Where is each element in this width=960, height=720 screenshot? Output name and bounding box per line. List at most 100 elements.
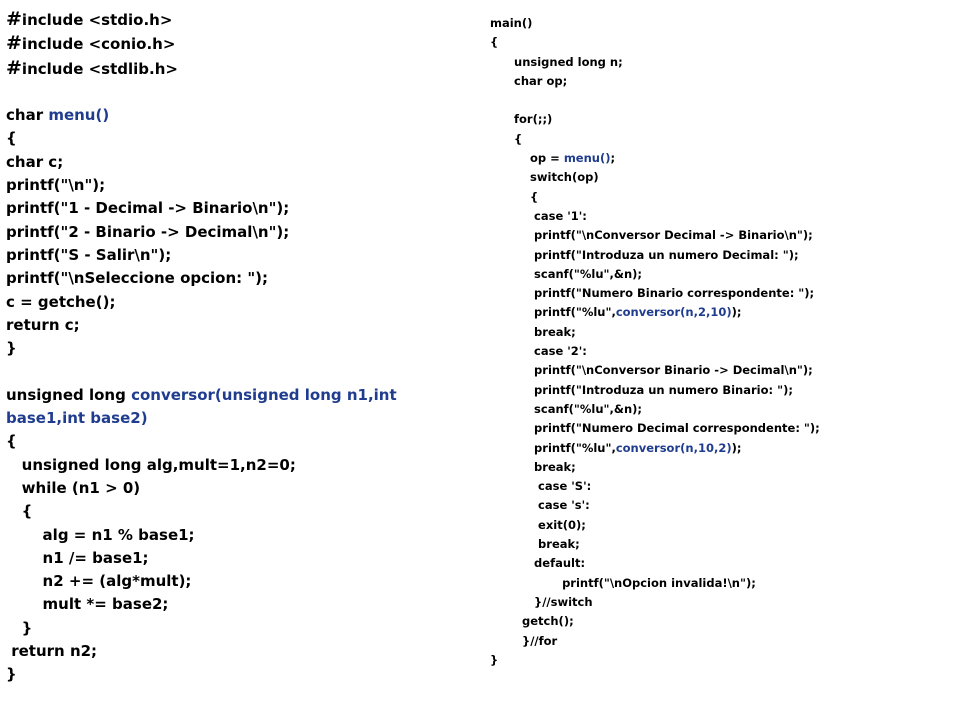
code-line: printf("\nConversor Binario -> Decimal\n…: [490, 361, 950, 380]
code-text: );: [731, 305, 742, 320]
code-text: {: [6, 502, 33, 521]
code-line: exit(0);: [490, 516, 950, 535]
code-line: #include <conio.h>: [6, 32, 466, 56]
code-text: return c;: [6, 315, 80, 334]
code-line: [6, 81, 466, 104]
code-line: case 's':: [490, 496, 950, 515]
code-line: alg = n1 % base1;: [6, 524, 466, 547]
code-line: }//switch: [490, 593, 950, 612]
code-line: #include <stdio.h>: [6, 8, 466, 32]
code-text: printf("1 - Decimal -> Binario\n");: [6, 199, 290, 218]
right-code-column: main(){ unsigned long n; char op; for(;;…: [490, 14, 950, 670]
code-line: printf("\nSeleccione opcion: ");: [6, 267, 466, 290]
code-text: char c;: [6, 152, 64, 171]
highlighted-code: base1,int base2): [6, 409, 148, 428]
code-line: printf("Numero Decimal correspondente: "…: [490, 419, 950, 438]
code-text: unsigned long alg,mult=1,n2=0;: [6, 455, 296, 474]
code-line: }: [490, 651, 950, 670]
code-text: getch();: [490, 614, 574, 629]
code-line: getch();: [490, 612, 950, 631]
code-line: printf("\nOpcion invalida!\n");: [490, 574, 950, 593]
code-line: printf("Numero Binario correspondente: "…: [490, 284, 950, 303]
code-line: printf("\nConversor Decimal -> Binario\n…: [490, 226, 950, 245]
code-line: case '2':: [490, 342, 950, 361]
code-text: scanf("%lu",&n);: [490, 401, 642, 416]
left-code-column: #include <stdio.h>#include <conio.h>#inc…: [6, 8, 466, 687]
code-line: printf("Introduza un numero Decimal: ");: [490, 246, 950, 265]
code-line: return n2;: [6, 640, 466, 663]
code-line: char op;: [490, 72, 950, 91]
code-line: break;: [490, 458, 950, 477]
code-line: }: [6, 337, 466, 360]
code-text: c = getche();: [6, 292, 116, 311]
code-text: ;: [610, 151, 616, 166]
highlighted-code: menu(): [563, 151, 611, 166]
code-line: printf("S - Salir\n");: [6, 244, 466, 267]
highlighted-code: conversor(unsigned long n1,int: [131, 385, 397, 404]
code-text: }//for: [490, 633, 558, 648]
code-line: unsigned long alg,mult=1,n2=0;: [6, 454, 466, 477]
code-text: );: [731, 440, 742, 455]
code-text: #: [6, 8, 22, 30]
code-text: switch(op): [490, 170, 599, 185]
code-text: break;: [490, 459, 576, 474]
code-text: {: [490, 131, 523, 146]
code-text: main(): [490, 16, 533, 30]
code-line: {: [6, 127, 466, 150]
code-line: n1 /= base1;: [6, 547, 466, 570]
code-line: #include <stdlib.h>: [6, 57, 466, 81]
code-line: scanf("%lu",&n);: [490, 400, 950, 419]
code-text: #: [6, 56, 22, 79]
code-line: printf("\n");: [6, 174, 466, 197]
code-text: case '1':: [490, 208, 587, 223]
code-text: printf("S - Salir\n");: [6, 245, 172, 264]
code-text: printf("Numero Decimal correspondente: "…: [490, 421, 820, 436]
code-text: default:: [490, 556, 586, 571]
code-line: mult *= base2;: [6, 593, 466, 616]
code-text: mult *= base2;: [6, 595, 169, 614]
code-text: op =: [490, 151, 564, 166]
code-text: include <conio.h>: [21, 35, 176, 54]
code-text: include <stdlib.h>: [21, 59, 178, 78]
code-line: main(): [490, 14, 950, 33]
code-text: unsigned long: [6, 385, 132, 404]
code-text: {: [490, 35, 499, 50]
code-text: case 'S':: [490, 479, 592, 494]
highlighted-code: conversor(n,2,10): [615, 305, 732, 320]
code-line: for(;;): [490, 110, 950, 129]
code-text: }: [6, 665, 17, 684]
code-line: char c;: [6, 151, 466, 174]
code-text: for(;;): [490, 112, 553, 127]
code-text: printf("2 - Binario -> Decimal\n");: [6, 222, 290, 241]
code-line: scanf("%lu",&n);: [490, 265, 950, 284]
code-text: printf("\nOpcion invalida!\n");: [490, 575, 756, 590]
code-text: }: [6, 339, 17, 358]
code-text: printf("\n");: [6, 176, 106, 195]
code-line: while (n1 > 0): [6, 477, 466, 500]
code-line: printf("2 - Binario -> Decimal\n");: [6, 221, 466, 244]
code-text: exit(0);: [490, 517, 586, 532]
code-line: break;: [490, 323, 950, 342]
code-line: {: [490, 33, 950, 52]
code-line: printf("%lu",conversor(n,10,2));: [490, 439, 950, 458]
code-line: unsigned long conversor(unsigned long n1…: [6, 384, 466, 407]
code-line: case 'S':: [490, 477, 950, 496]
code-text: break;: [490, 537, 580, 552]
code-line: {: [490, 188, 950, 207]
code-text: printf("Numero Binario correspondente: "…: [490, 286, 815, 301]
highlighted-code: conversor(n,10,2): [615, 440, 732, 455]
code-line: printf("Introduza un numero Binario: ");: [490, 381, 950, 400]
code-text: {: [6, 432, 17, 451]
code-line: {: [490, 130, 950, 149]
code-line: case '1':: [490, 207, 950, 226]
code-text: case 's':: [490, 498, 590, 513]
code-line: printf("1 - Decimal -> Binario\n");: [6, 197, 466, 220]
code-text: break;: [490, 324, 576, 339]
code-text: alg = n1 % base1;: [6, 525, 195, 544]
code-line: n2 += (alg*mult);: [6, 570, 466, 593]
code-line: op = menu();: [490, 149, 950, 168]
code-text: {: [6, 129, 17, 148]
code-line: base1,int base2): [6, 407, 466, 430]
code-text: printf("\nSeleccione opcion: ");: [6, 269, 269, 288]
